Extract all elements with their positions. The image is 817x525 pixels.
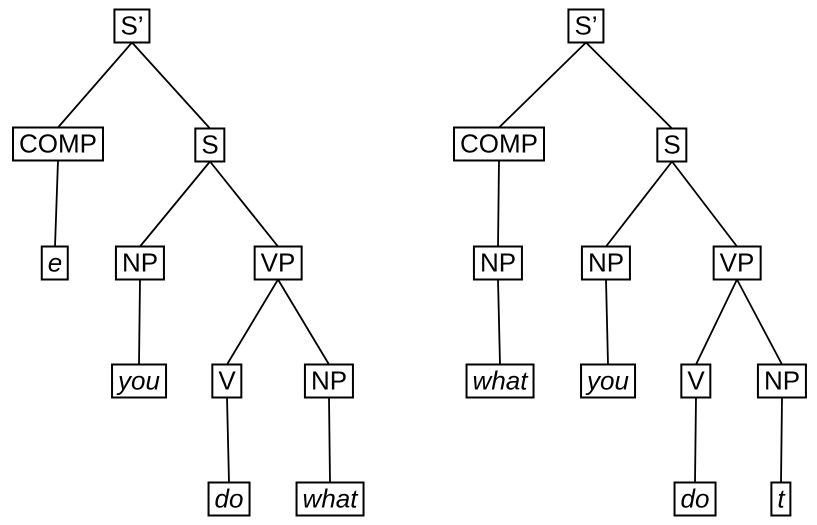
node-label: e <box>47 247 63 278</box>
left-tree-node-vp: VP <box>253 245 303 281</box>
right-tree-node-what: what <box>465 363 535 399</box>
left-tree-node-what: what <box>295 481 365 517</box>
node-label: do <box>680 483 710 514</box>
right-tree-node-v: V <box>680 363 712 399</box>
left-tree-edge-vp-v <box>226 279 279 365</box>
right-tree-node-np-obj: NP <box>756 363 808 399</box>
node-label: V <box>218 365 236 396</box>
right-tree-edge-v-do <box>694 397 697 483</box>
node-label: VP <box>260 247 296 278</box>
right-tree-node-comp: COMP <box>453 126 545 162</box>
left-tree-edge-comp-e <box>54 160 59 247</box>
node-label: do <box>214 483 244 514</box>
left-tree-node-v: V <box>211 363 243 399</box>
left-tree-node-np-obj: NP <box>303 363 355 399</box>
node-label: V <box>687 365 705 396</box>
right-tree-node-t: t <box>770 481 792 517</box>
node-label: S <box>663 129 681 160</box>
node-label: VP <box>719 247 755 278</box>
node-label: NP <box>763 365 801 396</box>
left-tree-node-e: e <box>40 245 70 281</box>
left-tree-edge-s-vp <box>209 160 279 248</box>
right-tree-node-np-comp: NP <box>472 245 524 281</box>
right-tree-edge-sbar-comp <box>498 41 587 129</box>
right-tree-edge-vp-v <box>695 279 738 365</box>
right-tree-node-do: do <box>673 481 717 517</box>
node-label: COMP <box>19 128 97 159</box>
left-tree-edge-np-obj-what <box>328 397 331 483</box>
node-label: NP <box>121 247 159 278</box>
node-label: t <box>777 483 785 514</box>
node-label: you <box>587 365 629 396</box>
node-label: NP <box>310 365 348 396</box>
right-tree-edge-np-comp-what <box>497 279 501 365</box>
node-label: COMP <box>460 128 538 159</box>
left-tree-node-s: S <box>194 127 226 163</box>
right-tree-node-np-subj: NP <box>580 245 632 281</box>
left-tree-node-do: do <box>207 481 251 517</box>
right-tree-edge-np-obj-t <box>780 397 783 483</box>
left-tree-node-sbar: S’ <box>113 8 151 44</box>
node-label: S’ <box>574 10 598 41</box>
node-label: what <box>302 483 358 514</box>
right-tree-edge-s-np-subj <box>605 160 673 248</box>
left-tree-edge-v-do <box>226 397 230 483</box>
left-tree-edge-sbar-comp <box>57 41 133 129</box>
left-tree-edge-vp-np-obj <box>277 279 330 365</box>
right-tree-edge-comp-np-comp <box>497 160 500 247</box>
left-tree-node-comp: COMP <box>12 126 104 162</box>
node-label: NP <box>587 247 625 278</box>
node-label: S <box>201 129 219 160</box>
right-tree-edge-vp-np-obj <box>736 279 783 365</box>
right-tree-node-you: you <box>580 363 636 399</box>
right-tree-edge-s-vp <box>671 160 738 248</box>
node-label: you <box>118 365 160 396</box>
right-tree-node-s: S <box>656 127 688 163</box>
right-tree-edge-sbar-s <box>585 41 673 130</box>
right-tree-edge-np-subj-you <box>605 279 609 365</box>
right-tree-node-sbar: S’ <box>567 8 605 44</box>
left-tree-node-np-subj: NP <box>114 245 166 281</box>
node-label: S’ <box>120 10 144 41</box>
node-label: what <box>472 365 528 396</box>
right-tree-node-vp: VP <box>712 245 762 281</box>
node-label: NP <box>479 247 517 278</box>
left-tree-edge-np-subj-you <box>138 279 141 365</box>
left-tree-node-you: you <box>111 363 167 399</box>
left-tree-edge-sbar-s <box>131 41 211 130</box>
left-tree-edge-s-np-subj <box>139 160 211 248</box>
